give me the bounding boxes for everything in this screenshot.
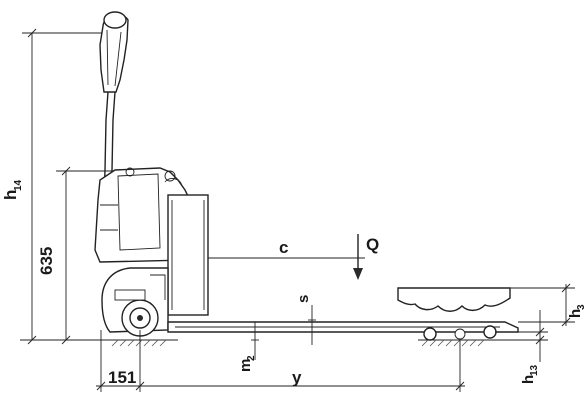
label-h3: h 3 — [567, 304, 586, 318]
svg-text:m: m — [237, 359, 254, 372]
dimension-635 — [56, 166, 120, 345]
label-q: Q — [366, 235, 379, 254]
load-wheel — [423, 325, 497, 341]
motor-housing — [94, 167, 209, 316]
fork — [167, 321, 519, 333]
label-h14: h 14 — [1, 179, 24, 200]
label-m2: m 2 — [237, 355, 257, 372]
label-c: c — [279, 238, 288, 257]
label-635: 635 — [37, 247, 56, 275]
svg-text:h: h — [567, 309, 584, 318]
drive-wheel — [101, 267, 169, 337]
svg-text:635: 635 — [37, 247, 56, 275]
svg-text:h: h — [520, 375, 537, 384]
dimension-h13 — [495, 310, 548, 362]
dimension-151 — [96, 330, 145, 392]
load-arrow-q — [353, 234, 363, 280]
tiller-handle — [99, 11, 129, 201]
label-s: s — [295, 295, 312, 303]
svg-text:h: h — [1, 190, 20, 200]
label-h13: h 13 — [520, 364, 540, 384]
dimension-s — [308, 305, 316, 345]
ground-hatch-right — [418, 339, 495, 347]
dimension-y — [140, 340, 465, 392]
svg-text:14: 14 — [13, 179, 24, 191]
dimension-h3 — [510, 283, 575, 327]
ground-hatch-left — [108, 339, 178, 347]
svg-text:13: 13 — [529, 364, 540, 376]
svg-text:3: 3 — [576, 304, 586, 310]
pallet-outline — [397, 287, 511, 312]
label-151: 151 — [108, 368, 136, 387]
label-y: y — [292, 368, 302, 387]
svg-text:2: 2 — [246, 355, 257, 361]
svg-text:s: s — [295, 295, 312, 303]
dimension-m2 — [251, 322, 259, 360]
